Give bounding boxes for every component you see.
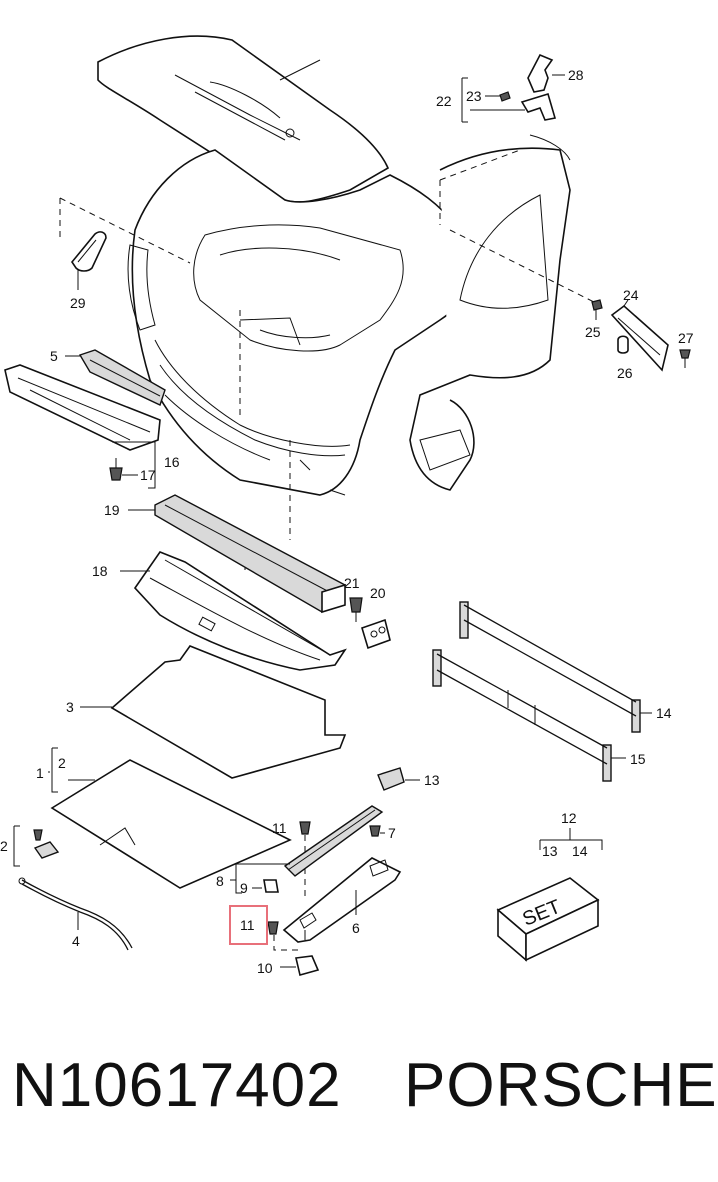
callout-label: 24	[623, 287, 639, 303]
callout-label: 14	[572, 843, 588, 859]
callout-label: 13	[424, 772, 440, 788]
part-3-mat	[80, 645, 347, 779]
part-24-27	[591, 299, 691, 372]
callout-label: 16	[164, 454, 180, 470]
callout-label: 21	[344, 575, 360, 591]
part-20-21	[349, 597, 391, 650]
callout-label: 6	[352, 920, 360, 936]
part-6-rail	[230, 805, 402, 976]
callout-label: 15	[630, 751, 646, 767]
caption-bar: N10617402 PORSCHE	[0, 1050, 717, 1140]
part-1-floor-panel	[13, 747, 292, 889]
callout-label: 17	[140, 467, 156, 483]
part-28-bracket	[461, 53, 565, 123]
callout-label: 29	[70, 295, 86, 311]
highlight-box	[229, 905, 268, 945]
callout-label: 22	[436, 93, 452, 109]
callout-label: 4	[72, 933, 80, 949]
parts-exploded-diagram: 29 28 22 23 24 25 26 27 5 17 16 19 18 21…	[0, 35, 694, 976]
callout-label: 12	[561, 810, 577, 826]
callout-label: 20	[370, 585, 386, 601]
part-13-clip	[377, 767, 420, 791]
callout-label: 14	[656, 705, 672, 721]
part-29	[71, 231, 107, 290]
callout-label: 7	[388, 825, 396, 841]
part-5-sill-plate	[4, 349, 166, 489]
callout-label: 27	[678, 330, 694, 346]
callout-label: 13	[542, 843, 558, 859]
callout-label: 23	[466, 88, 482, 104]
callout-label: 26	[617, 365, 633, 381]
part-12-set-box	[496, 828, 603, 962]
callout-label: 2	[0, 838, 8, 854]
callout-label: 1	[36, 765, 44, 781]
part-4-cable	[18, 877, 133, 951]
callout-label: 25	[585, 324, 601, 340]
callout-label: 3	[66, 699, 74, 715]
part-14-15-net	[432, 601, 652, 782]
part-19-cassette	[128, 494, 346, 614]
callout-label: 11	[240, 917, 255, 933]
callout-label: 9	[240, 880, 248, 896]
brand-name: PORSCHE	[404, 1051, 718, 1120]
callout-label: 2	[58, 755, 66, 771]
part-number: N10617402	[12, 1051, 342, 1120]
callout-label: 10	[257, 960, 273, 976]
car-rear-body	[97, 35, 571, 496]
callout-label: 11	[272, 820, 287, 836]
callout-label: 28	[568, 67, 584, 83]
callout-label: 19	[104, 502, 120, 518]
callout-label: 5	[50, 348, 58, 364]
callout-label: 8	[216, 873, 224, 889]
part-18-cover	[120, 551, 347, 671]
callout-label: 18	[92, 563, 108, 579]
